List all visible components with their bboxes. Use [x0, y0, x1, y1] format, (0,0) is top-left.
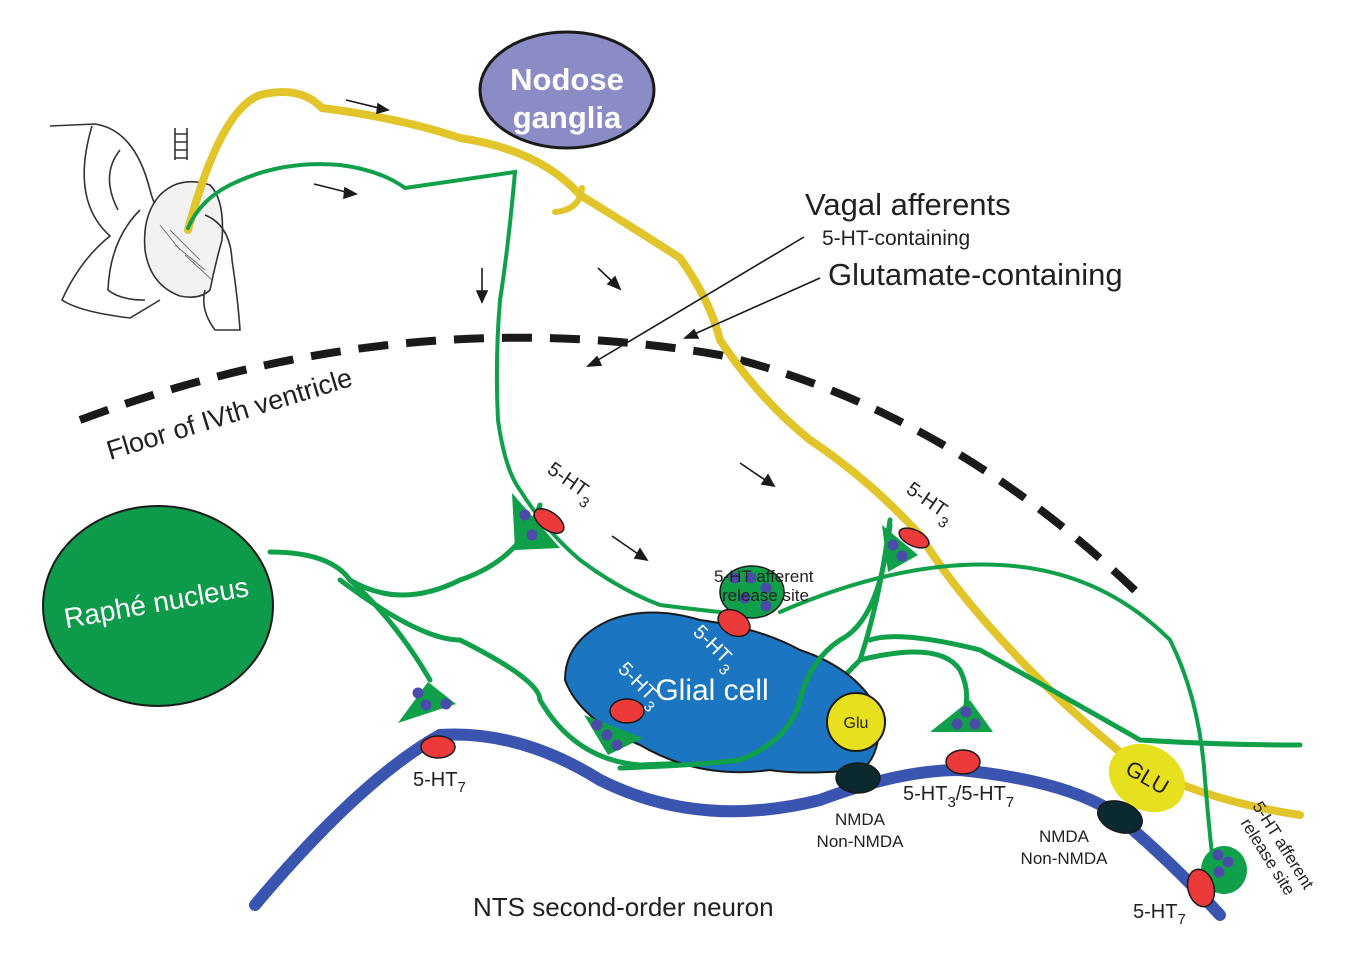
glu-vesicle-small: Glu [826, 692, 886, 752]
serotonin-fiber-over-glia [617, 522, 893, 771]
label-5ht3-afferent: 5-HT3 [539, 458, 599, 512]
receptor-5ht7-left [420, 735, 456, 759]
glu-small-label: Glu [844, 715, 869, 732]
non-nmda-label-2: Non-NMDA [1021, 849, 1109, 868]
nmda-label-2: NMDA [1039, 827, 1090, 846]
release-site-1-label-line1: 5-HT afferent [714, 567, 814, 586]
nts-neuron-label: NTS second-order neuron [473, 892, 774, 922]
flow-arrows [313, 99, 776, 562]
receptor-nmda-2 [1097, 800, 1143, 834]
arrow-down-right-icon [611, 535, 649, 562]
arrow-down-right-icon [739, 462, 776, 488]
raphe-nucleus: Raphé nucleus [42, 505, 274, 707]
receptor-5ht3-5ht7 [945, 749, 981, 775]
receptor-5ht7-right [1186, 868, 1216, 908]
serotonin-afferent-fiber [186, 162, 722, 614]
receptor-nmda-1 [835, 762, 881, 794]
floor-ventricle-label: Floor of IVth ventricle [103, 362, 356, 465]
arrow-right-icon [345, 99, 391, 115]
heart-lungs-illustration [49, 123, 241, 331]
nodose-label-line1: Nodose [510, 62, 624, 97]
leader-lines [585, 236, 821, 367]
glutamate-afferent-fiber [184, 88, 1304, 819]
nodose-label-line2: ganglia [513, 100, 622, 135]
arrow-down-icon [475, 268, 489, 304]
glutamate-containing-label: Glutamate-containing [828, 257, 1123, 292]
ventricle-floor-dashed-line [78, 333, 1148, 603]
receptor-5ht3-afferent [533, 508, 565, 534]
release-site-1-label-line2: release site [722, 586, 809, 605]
label-5ht3-5ht7: 5-HT3/5-HT7 [903, 783, 1014, 811]
serotonin-fiber-to-release-2 [778, 562, 1217, 882]
non-nmda-label-1: Non-NMDA [817, 832, 905, 851]
arrow-right-icon [313, 183, 358, 200]
svg-text:5-HT3: 5-HT3 [539, 458, 599, 512]
release-site-2-label: 5-HT afferent release site [1237, 798, 1318, 899]
receptor-5ht3-glia-left [609, 698, 645, 724]
arrow-down-right-icon [597, 267, 622, 291]
vagal-afferents-label: Vagal afferents [805, 187, 1011, 222]
label-5ht7-right: 5-HT7 [1133, 901, 1186, 928]
nodose-ganglia: Nodose ganglia [478, 30, 656, 150]
ht-containing-label: 5-HT-containing [822, 227, 970, 250]
terminal-4 [930, 700, 993, 732]
terminal-3 [584, 715, 643, 755]
release-site-1 [719, 565, 785, 619]
glu-vesicle-large: GLU [1108, 743, 1186, 813]
glutamate-fiber-nodose-stub [552, 185, 585, 215]
receptors [420, 508, 1216, 908]
receptor-5ht3-glu-afferent [898, 527, 930, 549]
terminal-5 [882, 525, 918, 572]
receptor-5ht3-glia-top [717, 608, 751, 638]
nmda-label-1: NMDA [835, 810, 886, 829]
terminal-2 [398, 682, 456, 723]
glial-label: Glial cell [655, 674, 768, 707]
label-5ht7-left: 5-HT7 [413, 769, 466, 796]
